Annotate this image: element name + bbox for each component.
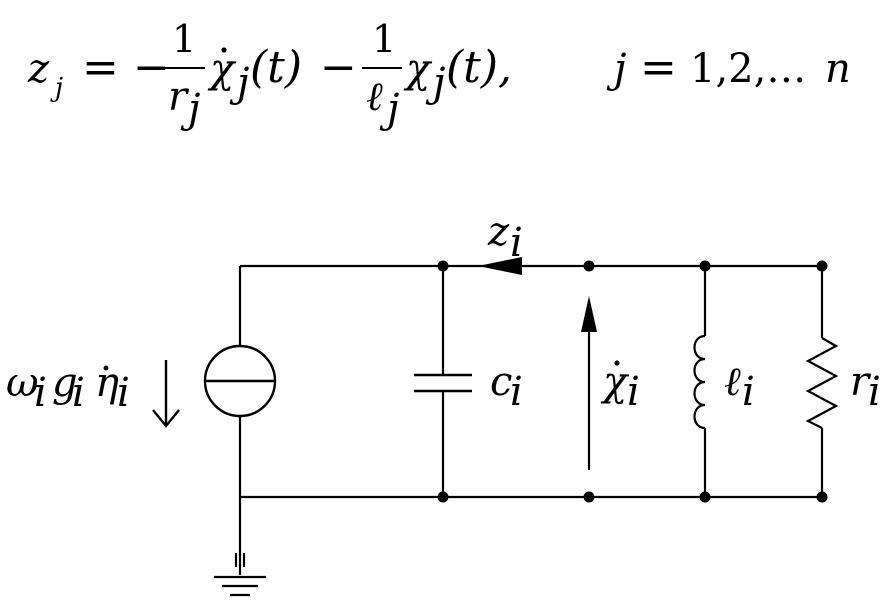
ground-icon	[214, 553, 266, 597]
eq-term1-var: χ	[207, 46, 237, 92]
eq-term1-arg: (t)	[250, 42, 302, 93]
junction-dot	[699, 260, 711, 272]
resistor-icon	[805, 337, 839, 429]
eq-equals: =	[82, 42, 119, 93]
source-label-eta: η	[95, 360, 119, 406]
inductor-label-sub: i	[742, 369, 755, 415]
equation: z j = − 1 r j χ j (t) − 1 ℓ j χ j (t), j…	[27, 17, 851, 132]
voltage-arrow-up-icon	[581, 296, 597, 470]
eq-lhs-var: z	[27, 46, 50, 92]
eq-frac2-num: 1	[372, 17, 396, 61]
junction-dot	[816, 260, 828, 272]
resistor-label: r i	[850, 359, 881, 415]
source-arrow-down-icon	[152, 360, 180, 428]
voltage-label-sub: i	[627, 369, 640, 415]
junction-dot	[437, 491, 449, 503]
eq-term2-arg: (t),	[446, 42, 512, 93]
junction-dot	[437, 260, 449, 272]
eq-term2-var: χ	[403, 46, 433, 92]
junction-dot	[816, 491, 828, 503]
eq-frac1-num: 1	[172, 17, 196, 61]
capacitor-icon	[414, 373, 472, 393]
capacitor-label: c i	[490, 359, 523, 415]
eq-index-end: n	[825, 46, 851, 92]
inductor-icon	[693, 334, 706, 430]
eq-frac2-den-var: ℓ	[366, 74, 383, 120]
eq-index-range: 1,2,…	[690, 46, 806, 92]
eq-index-equals: =	[640, 42, 677, 93]
capacitor-label-sub: i	[510, 369, 523, 415]
current-source-icon	[203, 344, 277, 418]
source-label-eta-dot	[103, 365, 109, 371]
junction-dot	[699, 491, 711, 503]
source-label: ω i g i η i	[6, 360, 130, 416]
junction-dot	[583, 260, 595, 272]
current-label: z i	[487, 209, 523, 266]
resistor-label-sub: i	[868, 369, 881, 415]
resistor-label-var: r	[850, 359, 872, 405]
capacitor-label-var: c	[490, 359, 512, 405]
eq-minus-1: −	[133, 42, 170, 93]
voltage-label-var: χ	[600, 359, 630, 405]
inductor-label: ℓ i	[724, 359, 755, 415]
source-label-omega-sub: i	[34, 370, 47, 416]
junction-dots	[437, 260, 828, 503]
voltage-label: χ i	[600, 359, 640, 415]
eq-term1-dot	[221, 47, 227, 53]
current-arrow-left-icon	[478, 257, 522, 275]
eq-frac1-den-var: r	[168, 74, 190, 120]
current-label-sub: i	[510, 220, 523, 266]
source-label-g: g	[52, 360, 78, 406]
source-label-omega: ω	[6, 360, 39, 406]
inductor-label-var: ℓ	[724, 359, 741, 405]
eq-minus-2: −	[320, 42, 357, 93]
source-label-g-sub: i	[72, 370, 85, 416]
junction-dot	[583, 491, 595, 503]
voltage-label-dot	[614, 360, 620, 366]
current-label-var: z	[487, 209, 510, 255]
source-label-eta-sub: i	[117, 370, 130, 416]
